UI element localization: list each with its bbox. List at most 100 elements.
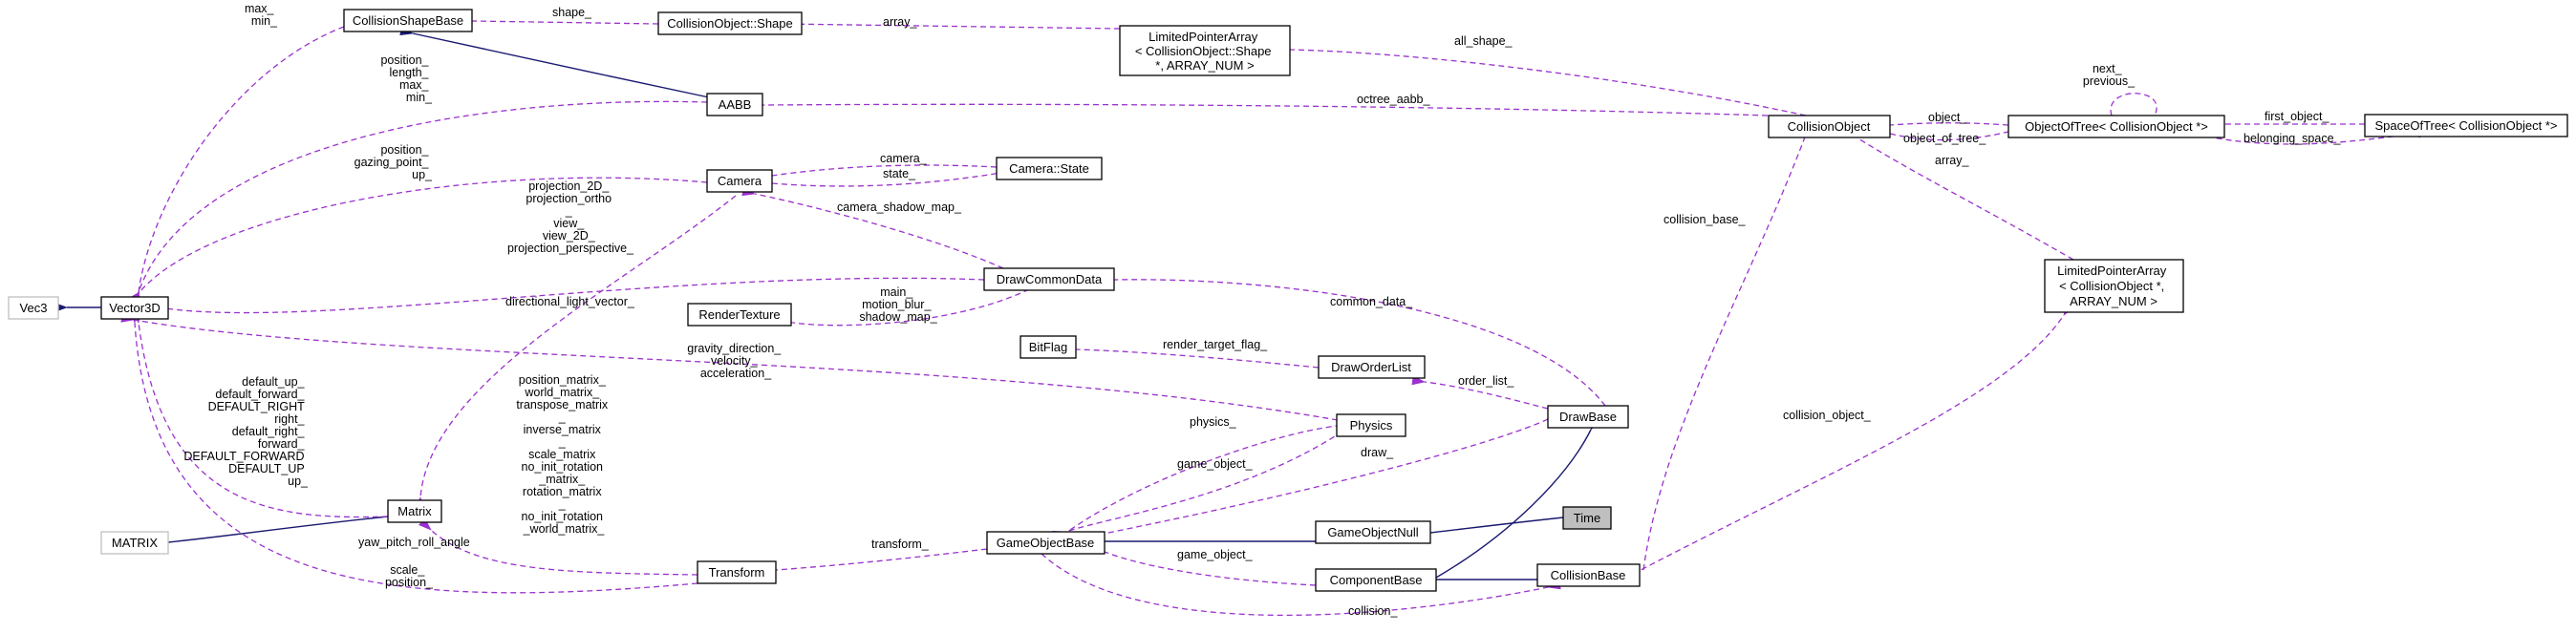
label-directional-light: directional_light_vector_ bbox=[505, 295, 635, 308]
edge-collision-base-to-collision-object bbox=[1642, 121, 1815, 571]
node-component-base[interactable]: ComponentBase bbox=[1315, 568, 1437, 592]
svg-text:RenderTexture: RenderTexture bbox=[698, 307, 780, 322]
label-aabb-to-vec: position_ length_ max_ min_ bbox=[380, 53, 433, 104]
label-game-object-cb: game_object_ bbox=[1177, 548, 1254, 561]
edge-collision-object-to-object-of-tree bbox=[1889, 124, 2022, 141]
edge-collision-object-to-lpa-shape bbox=[1277, 44, 1807, 116]
svg-text:LimitedPointerArray <: LimitedPointerArray < CollisionObject *,… bbox=[2057, 264, 2170, 308]
node-collision-base[interactable]: CollisionBase bbox=[1536, 563, 1641, 587]
label-draw: draw_ bbox=[1361, 446, 1394, 459]
edge-collision-shape-base-to-vector3d bbox=[132, 26, 345, 306]
edge-draw-common-data-to-camera bbox=[741, 186, 1004, 269]
node-draw-common-data[interactable]: DrawCommonData bbox=[983, 267, 1115, 291]
svg-text:GameObjectBase: GameObjectBase bbox=[997, 536, 1095, 550]
edge-lpa-shape-to-collision-object-shape bbox=[770, 18, 1121, 30]
edge-draw-order-list-to-bitflag bbox=[1063, 344, 1320, 369]
edge-aabb-to-vector3d bbox=[129, 100, 708, 306]
edge-matrix-inherits-matrix-ext bbox=[155, 516, 389, 549]
node-render-texture[interactable]: RenderTexture bbox=[687, 303, 792, 327]
node-game-object-null[interactable]: GameObjectNull bbox=[1315, 520, 1431, 544]
node-time[interactable]: Time bbox=[1562, 506, 1612, 530]
svg-text:SpaceOfTree< CollisionObject *: SpaceOfTree< CollisionObject *> bbox=[2374, 118, 2557, 133]
node-lpa-shape[interactable]: LimitedPointerArray < CollisionObject::S… bbox=[1119, 25, 1291, 76]
edge-camera-to-matrix bbox=[414, 195, 737, 511]
edge-transform-to-vector3d bbox=[129, 309, 698, 594]
svg-text:AABB: AABB bbox=[719, 97, 752, 112]
svg-text:Matrix: Matrix bbox=[397, 504, 432, 518]
node-camera-state[interactable]: Camera::State bbox=[996, 157, 1103, 180]
edge-camera-to-camera-state bbox=[771, 167, 1008, 187]
label-array-shape: array_ bbox=[883, 15, 917, 29]
edge-object-of-tree-self bbox=[2110, 93, 2157, 129]
label-order-list: order_list_ bbox=[1458, 374, 1514, 388]
edge-game-object-base-to-collision-base bbox=[1041, 553, 1561, 617]
node-collision-object-shape[interactable]: CollisionObject::Shape bbox=[657, 11, 803, 35]
svg-text:DrawOrderList: DrawOrderList bbox=[1331, 360, 1411, 374]
svg-text:Time: Time bbox=[1574, 511, 1600, 525]
svg-text:CollisionObject::Shape: CollisionObject::Shape bbox=[667, 16, 793, 31]
label-object-of-tree: object_of_tree_ bbox=[1903, 132, 1986, 145]
node-vec3[interactable]: Vec3 bbox=[8, 296, 59, 320]
node-lpa-collision[interactable]: LimitedPointerArray < CollisionObject *,… bbox=[2044, 259, 2184, 313]
svg-text:ComponentBase: ComponentBase bbox=[1330, 573, 1423, 587]
label-first-object: first_object_ bbox=[2265, 110, 2329, 123]
label-physics: physics_ bbox=[1190, 415, 1237, 429]
node-camera[interactable]: Camera bbox=[706, 169, 773, 193]
label-octree-aabb: octree_aabb_ bbox=[1357, 93, 1431, 106]
label-shape: shape_ bbox=[552, 6, 592, 19]
svg-text:CollisionObject: CollisionObject bbox=[1788, 119, 1871, 134]
node-draw-order-list[interactable]: DrawOrderList bbox=[1318, 355, 1426, 379]
node-vector3d[interactable]: Vector3D bbox=[100, 296, 169, 320]
node-matrix-ext[interactable]: MATRIX bbox=[100, 531, 169, 555]
edge-aabb-inherits-collision-shape-base bbox=[399, 26, 710, 98]
node-matrix[interactable]: Matrix bbox=[387, 499, 442, 523]
svg-text:CollisionShapeBase: CollisionShapeBase bbox=[353, 13, 463, 28]
label-physics-to-vec: gravity_direction_ velocity_ acceleratio… bbox=[687, 342, 784, 380]
node-object-of-tree[interactable]: ObjectOfTree< CollisionObject *> bbox=[2007, 115, 2225, 138]
label-common-data: common_data_ bbox=[1330, 295, 1413, 308]
node-game-object-base[interactable]: GameObjectBase bbox=[986, 531, 1106, 555]
label-render-target-flag: render_target_flag_ bbox=[1163, 338, 1268, 351]
label-camera: camera_ bbox=[880, 152, 928, 165]
node-physics[interactable]: Physics bbox=[1336, 413, 1406, 437]
node-collision-object[interactable]: CollisionObject bbox=[1768, 115, 1891, 138]
edge-game-object-base-to-transform bbox=[762, 548, 988, 576]
label-camera-to-vec: position_ gazing_point_ up_ bbox=[354, 143, 433, 181]
svg-text:ObjectOfTree< CollisionObject: ObjectOfTree< CollisionObject *> bbox=[2025, 119, 2208, 134]
edge-component-base-inherits-draw-base bbox=[1435, 416, 1601, 579]
label-collision: collision_ bbox=[1348, 604, 1398, 618]
edge-camera-state-to-camera bbox=[759, 164, 998, 182]
edge-transform-to-matrix bbox=[419, 517, 698, 576]
label-transform: transform_ bbox=[871, 538, 930, 551]
edge-component-base-to-game-object-base bbox=[1091, 542, 1317, 586]
label-belonging-space: belonging_space_ bbox=[2243, 132, 2342, 145]
svg-text:CollisionBase: CollisionBase bbox=[1551, 568, 1626, 582]
node-transform[interactable]: Transform bbox=[697, 560, 777, 584]
svg-text:MATRIX: MATRIX bbox=[112, 536, 158, 550]
edge-matrix-to-vector3d bbox=[132, 309, 389, 518]
node-draw-base[interactable]: DrawBase bbox=[1547, 405, 1629, 429]
edge-collision-base-to-lpa-collision bbox=[1623, 302, 2075, 580]
label-all-shape: all_shape_ bbox=[1454, 34, 1513, 48]
node-bitflag[interactable]: BitFlag bbox=[1020, 335, 1077, 359]
svg-text:Vec3: Vec3 bbox=[20, 301, 48, 315]
label-state: state_ bbox=[883, 167, 916, 180]
label-scale-position: scale_ position_ bbox=[385, 563, 434, 589]
edge-draw-common-data-to-render-texture bbox=[780, 288, 1030, 327]
svg-text:GameObjectNull: GameObjectNull bbox=[1327, 525, 1418, 539]
label-render-textures: main_ motion_blur_ shadow_map_ bbox=[859, 285, 937, 324]
edge-game-object-base-to-draw-base bbox=[1098, 411, 1559, 536]
label-collision-object: collision_object_ bbox=[1783, 409, 1872, 422]
svg-text:Camera: Camera bbox=[718, 174, 762, 188]
node-collision-shape-base[interactable]: CollisionShapeBase bbox=[343, 9, 473, 32]
svg-text:Transform: Transform bbox=[709, 565, 765, 580]
node-aabb[interactable]: AABB bbox=[706, 93, 763, 116]
svg-text:DrawCommonData: DrawCommonData bbox=[997, 272, 1103, 286]
node-space-of-tree[interactable]: SpaceOfTree< CollisionObject *> bbox=[2364, 114, 2568, 137]
edge-object-of-tree-to-collision-object bbox=[1877, 120, 2009, 131]
svg-text:Camera::State: Camera::State bbox=[1009, 161, 1089, 176]
label-collision-base: collision_base_ bbox=[1664, 213, 1747, 226]
svg-text:Vector3D: Vector3D bbox=[109, 301, 160, 315]
edge-game-object-base-to-physics bbox=[1069, 419, 1350, 531]
